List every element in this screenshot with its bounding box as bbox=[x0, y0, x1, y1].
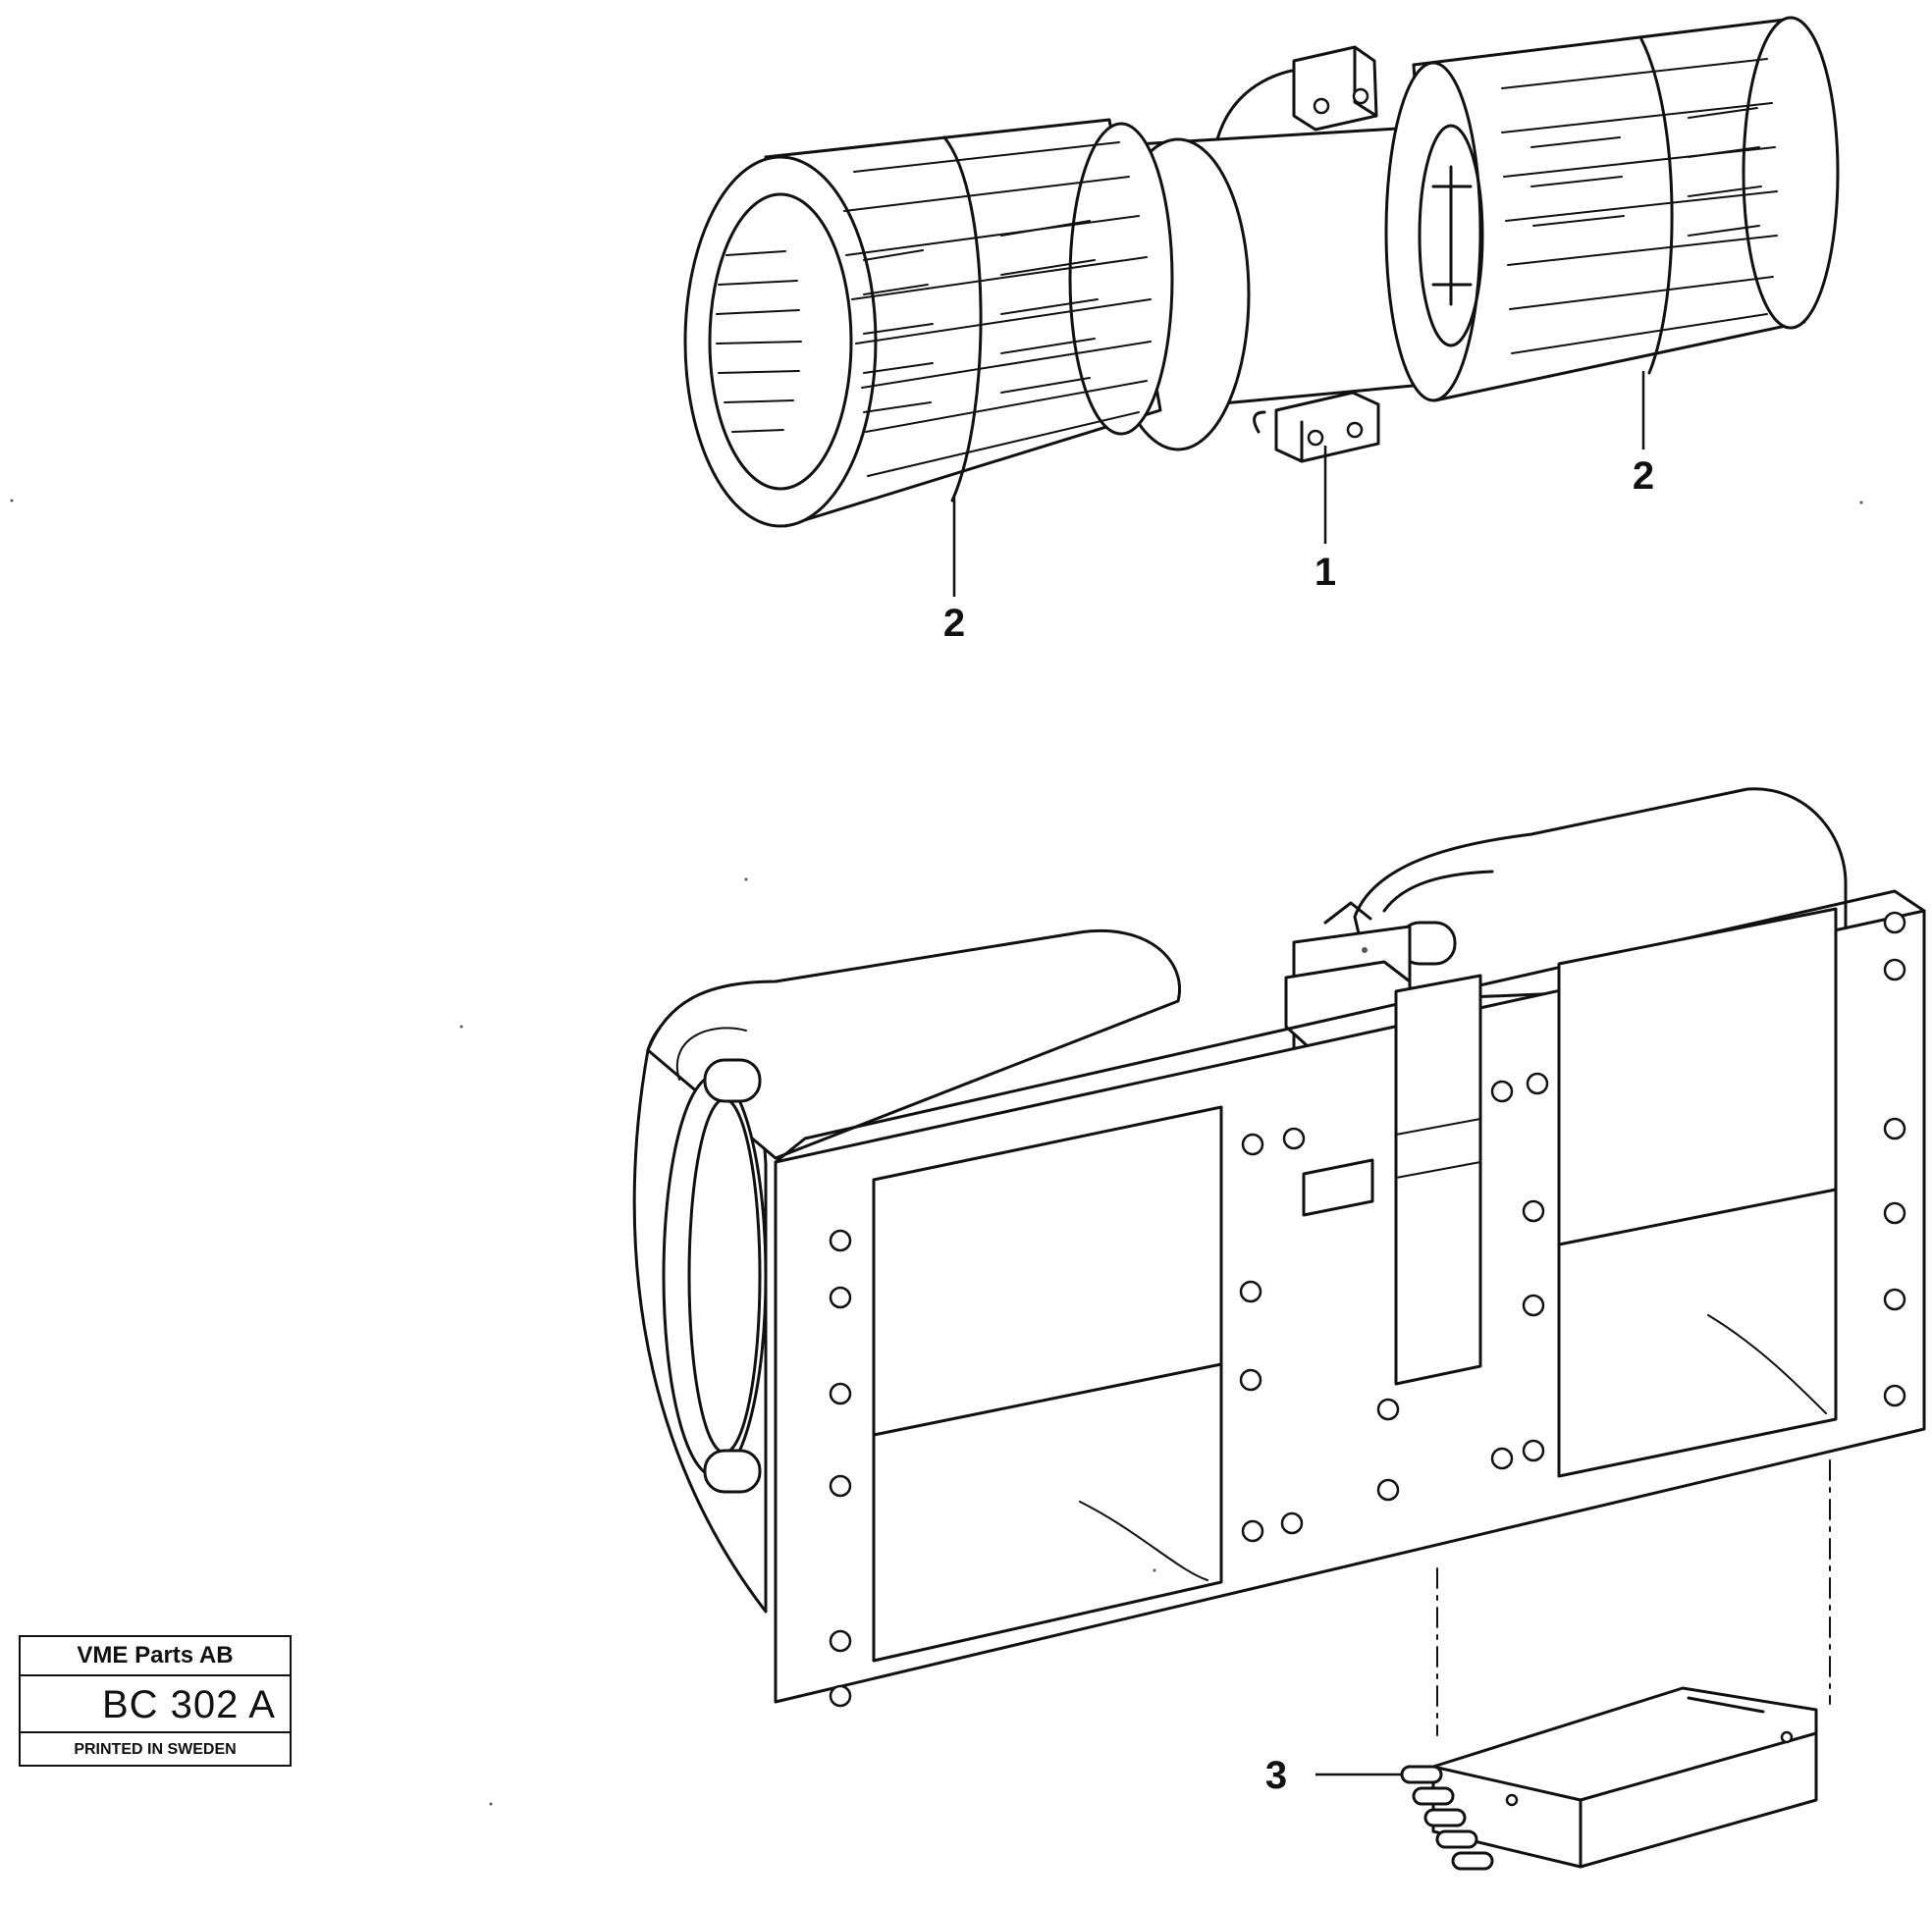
fan-housing bbox=[632, 787, 1926, 1736]
resistor-terminals bbox=[1400, 1765, 1494, 1871]
bolt-holes bbox=[829, 911, 1906, 1708]
svg-text:2: 2 bbox=[1633, 454, 1654, 498]
fan-wheel-right bbox=[1384, 16, 1840, 402]
fan-wheel-left bbox=[683, 118, 1174, 528]
title-block: VME Parts AB BC 302 A PRINTED IN SWEDEN bbox=[19, 1635, 292, 1767]
callout-fan-wheel-right: 2 bbox=[1633, 371, 1654, 498]
company-name: VME Parts AB bbox=[21, 1637, 290, 1676]
svg-text:1: 1 bbox=[1315, 551, 1336, 594]
printed-in-label: PRINTED IN SWEDEN bbox=[74, 1741, 237, 1758]
svg-text:2: 2 bbox=[943, 602, 965, 645]
svg-text:3: 3 bbox=[1265, 1754, 1287, 1797]
callout-fan-wheel-left: 2 bbox=[943, 497, 965, 645]
fan-motor-assembly: 2 1 2 bbox=[683, 16, 1840, 645]
drawing-code: BC 302 A bbox=[21, 1676, 290, 1733]
resistor: 3 bbox=[1265, 1686, 1818, 1871]
callout-motor: 1 bbox=[1315, 446, 1336, 594]
callout-resistor: 3 bbox=[1265, 1754, 1402, 1797]
